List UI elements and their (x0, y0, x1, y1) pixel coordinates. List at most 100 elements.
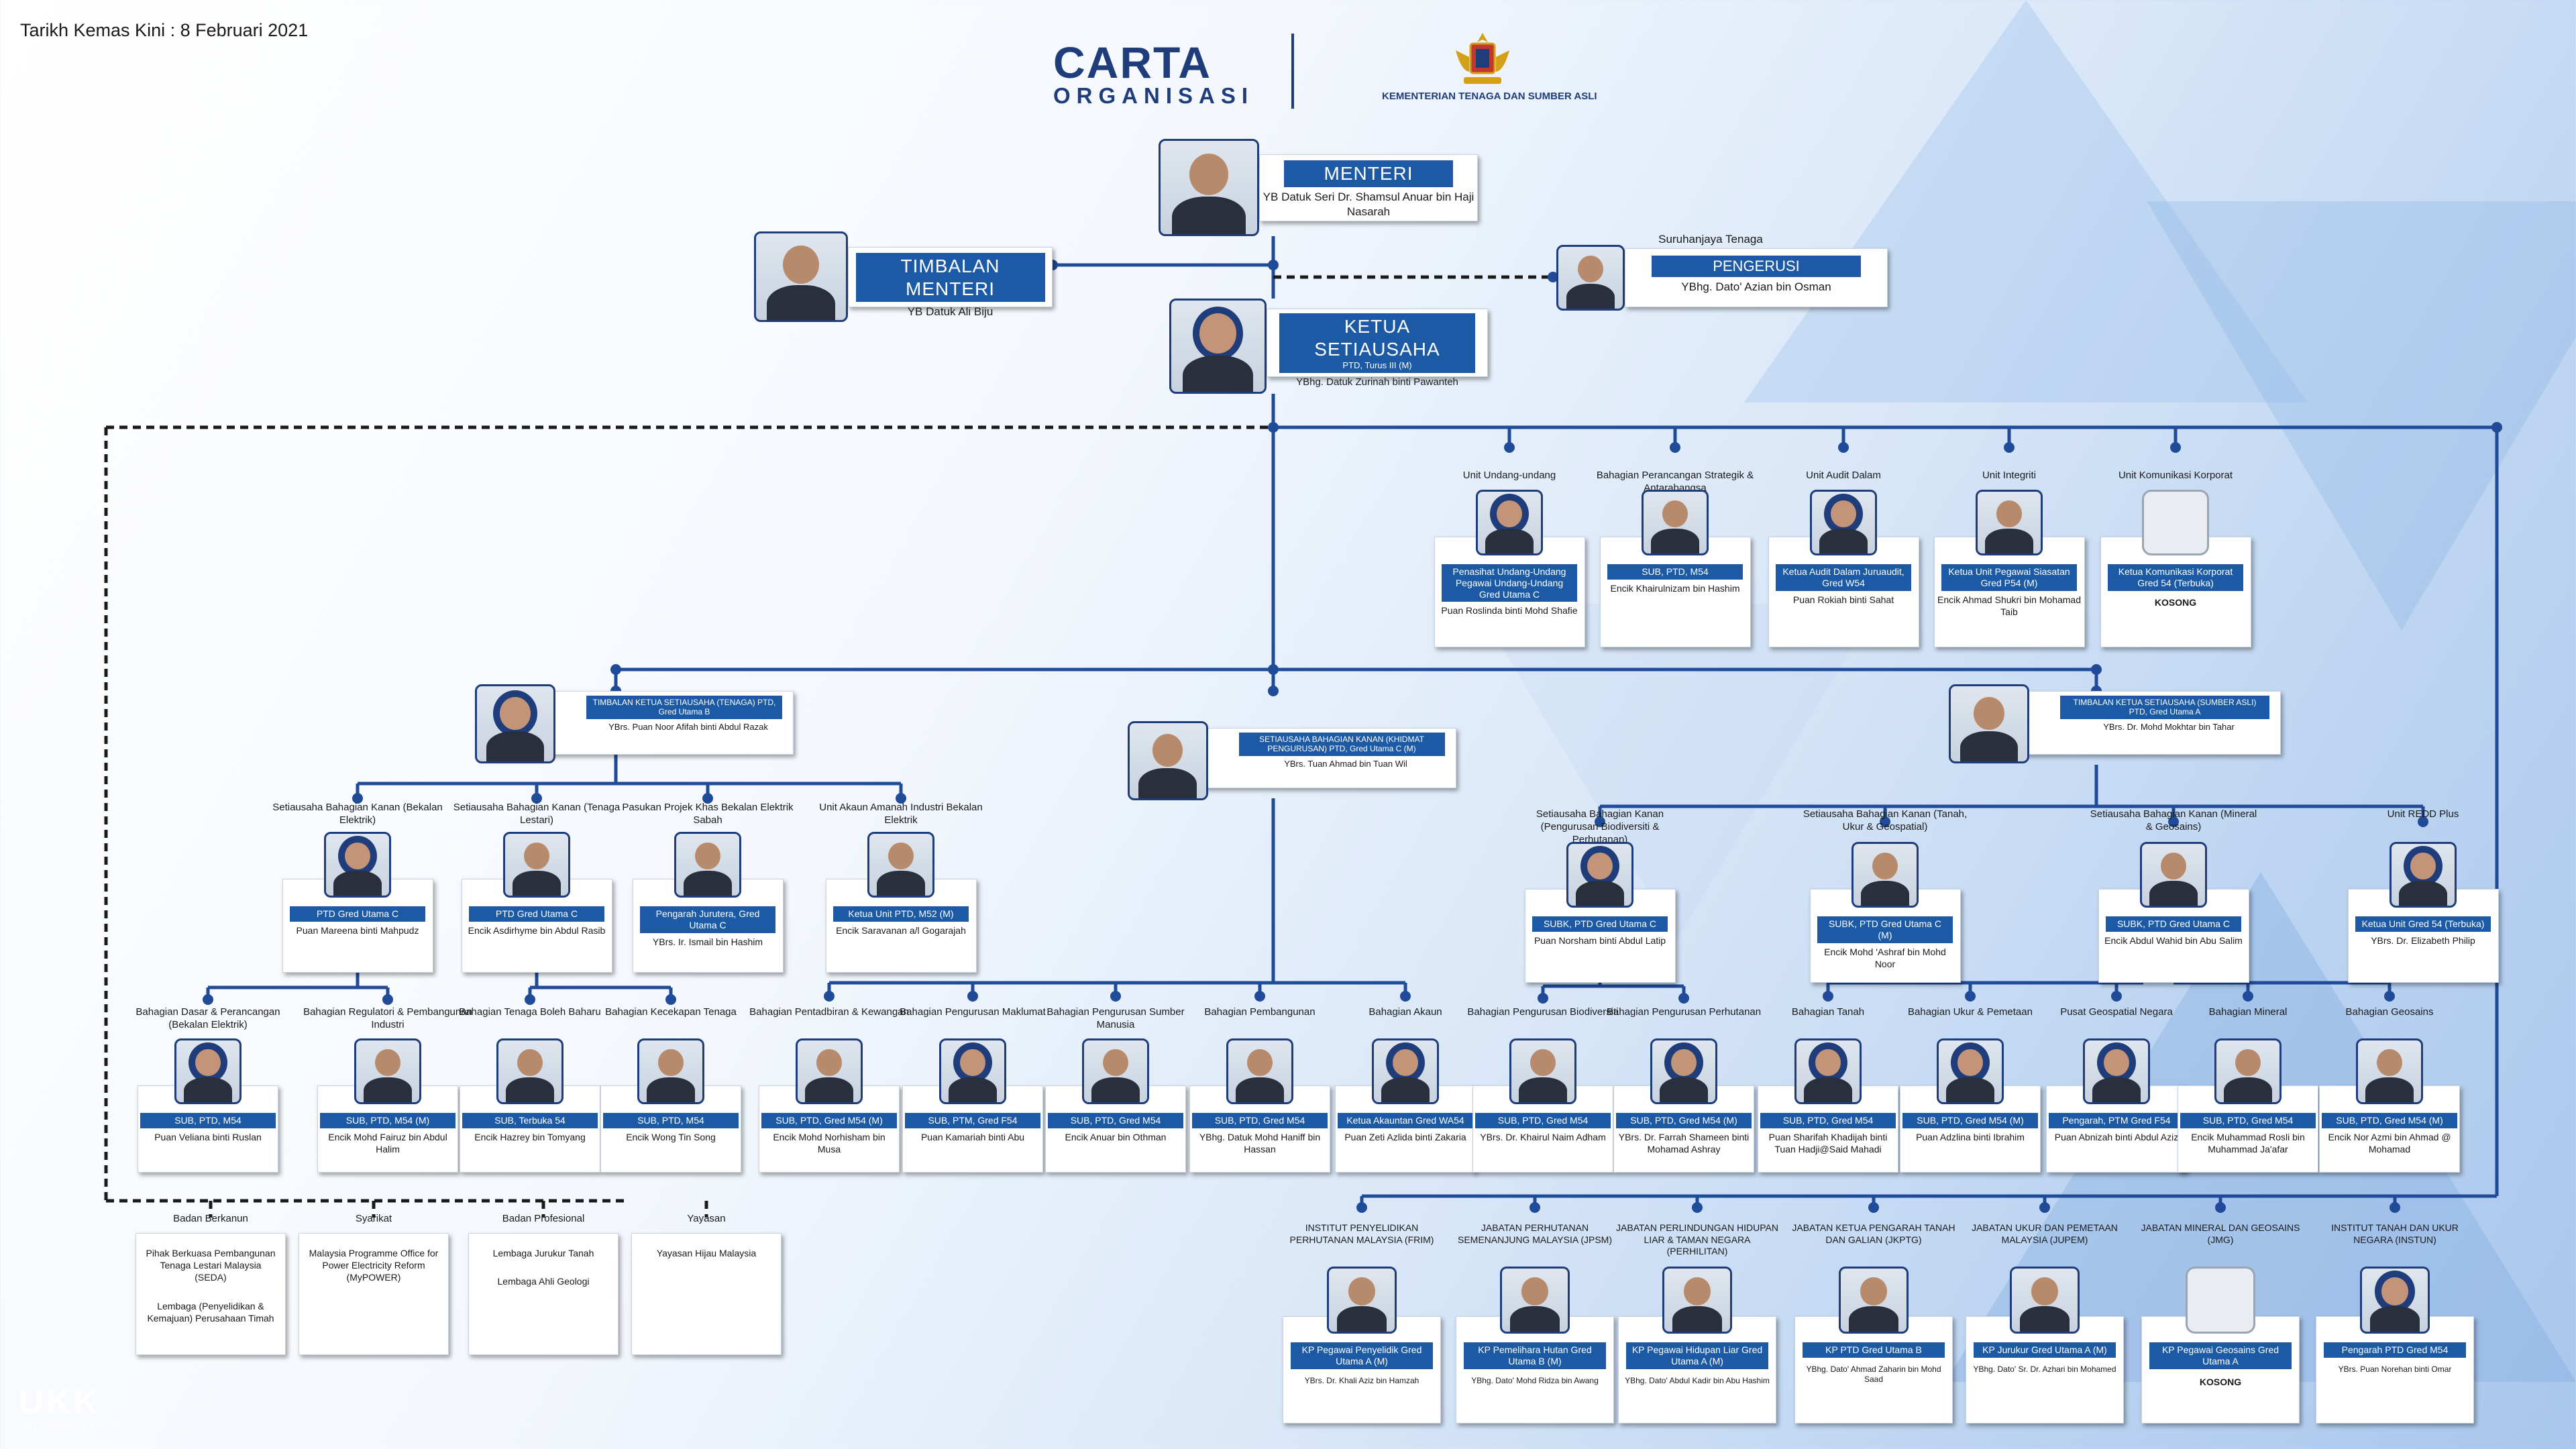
connector-dot (2243, 991, 2253, 1002)
institution-1-card: KP Pemelihara Hutan Gred Utama B (M)YBhg… (1456, 1316, 1614, 1424)
l3-1-name: Encik Mohd Fairuz bin Abdul Halim (328, 1131, 447, 1155)
photo-head (1521, 1277, 1548, 1305)
unit-3-band: Ketua Unit Pegawai Siasatan Gred P54 (M) (1941, 564, 2077, 591)
unit-3-name: Encik Ahmad Shukri bin Mohamad Taib (1937, 594, 2081, 617)
title-line2: ORGANISASI (1053, 83, 1254, 108)
deputy-2-band: TIMBALAN KETUA SETIAUSAHA (SUMBER ASLI) … (2060, 696, 2269, 719)
photo-body (1861, 881, 1909, 906)
photo-body (506, 1077, 554, 1102)
connector-dot (1838, 442, 1849, 453)
connector-dot (382, 994, 393, 1005)
agency-2-item-1: Lembaga Ahli Geologi (497, 1276, 590, 1287)
institution-0-band: KP Pegawai Penyelidik Gred Utama A (M) (1291, 1342, 1433, 1369)
connector-dot (896, 793, 906, 804)
header-divider (1291, 34, 1294, 109)
institution-0-label: INSTITUT PENYELIDIKAN PERHUTANAN MALAYSI… (1289, 1222, 1434, 1245)
photo-head (375, 1049, 400, 1077)
photo-body (2369, 1306, 2420, 1332)
photo-body (1848, 1306, 1899, 1332)
ksu-name: YBhg. Datuk Zurinah binti Pawanteh (1296, 376, 1458, 388)
photo-head (517, 1049, 543, 1077)
tenaga-l2-2-photo (674, 832, 741, 898)
institution-0-name: YBrs. Dr. Khali Aziz bin Hamzah (1304, 1375, 1419, 1385)
pengerusi-role: PENGERUSI (1652, 256, 1861, 278)
deputy-2-card: TIMBALAN KETUA SETIAUSAHA (SUMBER ASLI) … (1986, 691, 2281, 755)
l3-7-name: YBhg. Datuk Mohd Haniff bin Hassan (1199, 1131, 1321, 1155)
connector-dot (2384, 991, 2395, 1002)
institution-4-photo (2010, 1267, 2080, 1334)
tenaga-l2-2-name: YBrs. Ir. Ismail bin Hashim (652, 936, 763, 947)
connector-dot (203, 994, 213, 1005)
l3-12-photo (1937, 1038, 2004, 1104)
l3-12-band: SUB, PTD, Gred M54 (M) (1902, 1113, 2038, 1128)
l3-13-name: Puan Abnizah binti Abdul Aziz (2054, 1131, 2179, 1142)
connector-dot (2004, 442, 2015, 453)
tenaga-l2-3-label: Unit Akaun Amanah Industri Bekalan Elekt… (819, 802, 983, 826)
photo-body (1509, 1306, 1560, 1332)
connector-dot (665, 994, 676, 1005)
l3-3-photo (637, 1038, 704, 1104)
photo-body (1519, 1077, 1567, 1102)
institution-4-name: YBhg. Dato' Sr. Dr. Azhari bin Mohamed (1973, 1364, 2116, 1374)
institution-4-label: JABATAN UKUR DAN PEMETAAN MALAYSIA (JUPE… (1972, 1222, 2118, 1245)
connector-dot (1595, 816, 1605, 827)
institution-4-card: KP Jurukur Gred Utama A (M)YBhg. Dato' S… (1966, 1316, 2124, 1424)
photo-body (2399, 881, 2447, 906)
l3-15-band: SUB, PTD, Gred M54 (M) (2322, 1113, 2457, 1128)
photo-body (1091, 1077, 1140, 1102)
photo-body (1381, 1077, 1430, 1102)
l3-12-label: Bahagian Ukur & Pemetaan (1908, 1006, 2033, 1018)
sa-l2-1-photo (1851, 842, 1919, 908)
connector-dot (1356, 1202, 1367, 1213)
institution-1-name: YBhg. Dato' Mohd Ridza bin Awang (1471, 1375, 1599, 1385)
photo-body (184, 1077, 232, 1102)
institution-1-photo (1500, 1267, 1570, 1334)
photo-head (1103, 1049, 1128, 1077)
sa-l2-3-name: YBrs. Dr. Elizabeth Philip (2371, 934, 2475, 946)
l3-14-photo (2214, 1038, 2282, 1104)
sa-l2-1-name: Encik Mohd 'Ashraf bin Mohd Noor (1824, 946, 1946, 969)
l3-0-name: Puan Veliana binti Ruslan (154, 1131, 262, 1142)
tenaga-l2-0-band: PTD Gred Utama C (290, 906, 425, 922)
photo-head (888, 842, 914, 870)
unit-1-band: SUB, PTD, M54 (1607, 564, 1743, 580)
institution-6-label: INSTITUT TANAH DAN UKUR NEGARA (INSTUN) (2331, 1222, 2459, 1245)
connector-dot (1880, 816, 1890, 827)
institution-3-photo (1839, 1267, 1909, 1334)
l3-4-photo (796, 1038, 863, 1104)
deputy-0-band: TIMBALAN KETUA SETIAUSAHA (TENAGA) PTD, … (586, 696, 782, 719)
institution-2-label: JABATAN PERLINDUNGAN HIDUPAN LIAR & TAMA… (1616, 1222, 1778, 1256)
unit-1-photo (1642, 490, 1709, 555)
ksu-photo (1169, 299, 1267, 394)
l3-2-label: Bahagian Tenaga Boleh Baharu (459, 1006, 601, 1018)
connector-dot (525, 994, 535, 1005)
connector-dot (1268, 686, 1279, 696)
l3-14-label: Bahagian Mineral (2208, 1006, 2288, 1018)
connector-dot (1670, 442, 1680, 453)
institution-2-name: YBhg. Dato' Abdul Kadir bin Abu Hashim (1625, 1375, 1770, 1385)
photo-head (1587, 852, 1613, 880)
tenaga-l2-1-name: Encik Asdirhyme bin Abdul Rasib (468, 924, 606, 936)
agency-3-item-0: Yayasan Hijau Malaysia (656, 1248, 757, 1258)
ukk-logo-text: UKK (19, 1383, 101, 1421)
institution-5-photo (2186, 1267, 2255, 1334)
photo-head (658, 1049, 684, 1077)
tenaga-l2-1-label: Setiausaha Bahagian Kanan (Tenaga Lestar… (453, 802, 621, 826)
page-title: CARTA ORGANISASI (1053, 40, 1254, 108)
institution-6-band: Pengarah PTD Gred M54 (2324, 1342, 2466, 1358)
connector-dot (610, 664, 621, 675)
institution-2-photo (1662, 1267, 1732, 1334)
photo-head (1348, 1277, 1375, 1305)
l3-8-photo (1372, 1038, 1439, 1104)
l3-10-band: SUB, PTD, Gred M54 (M) (1616, 1113, 1752, 1128)
connector-dot (2111, 991, 2122, 1002)
l3-4-name: Encik Mohd Norhisham bin Musa (773, 1131, 885, 1155)
unit-0-label: Unit Undang-undang (1462, 470, 1556, 481)
l3-11-band: SUB, PTD, Gred M54 (1760, 1113, 1896, 1128)
photo-head (524, 842, 549, 870)
photo-body (1138, 768, 1197, 798)
l3-0-photo (174, 1038, 241, 1104)
